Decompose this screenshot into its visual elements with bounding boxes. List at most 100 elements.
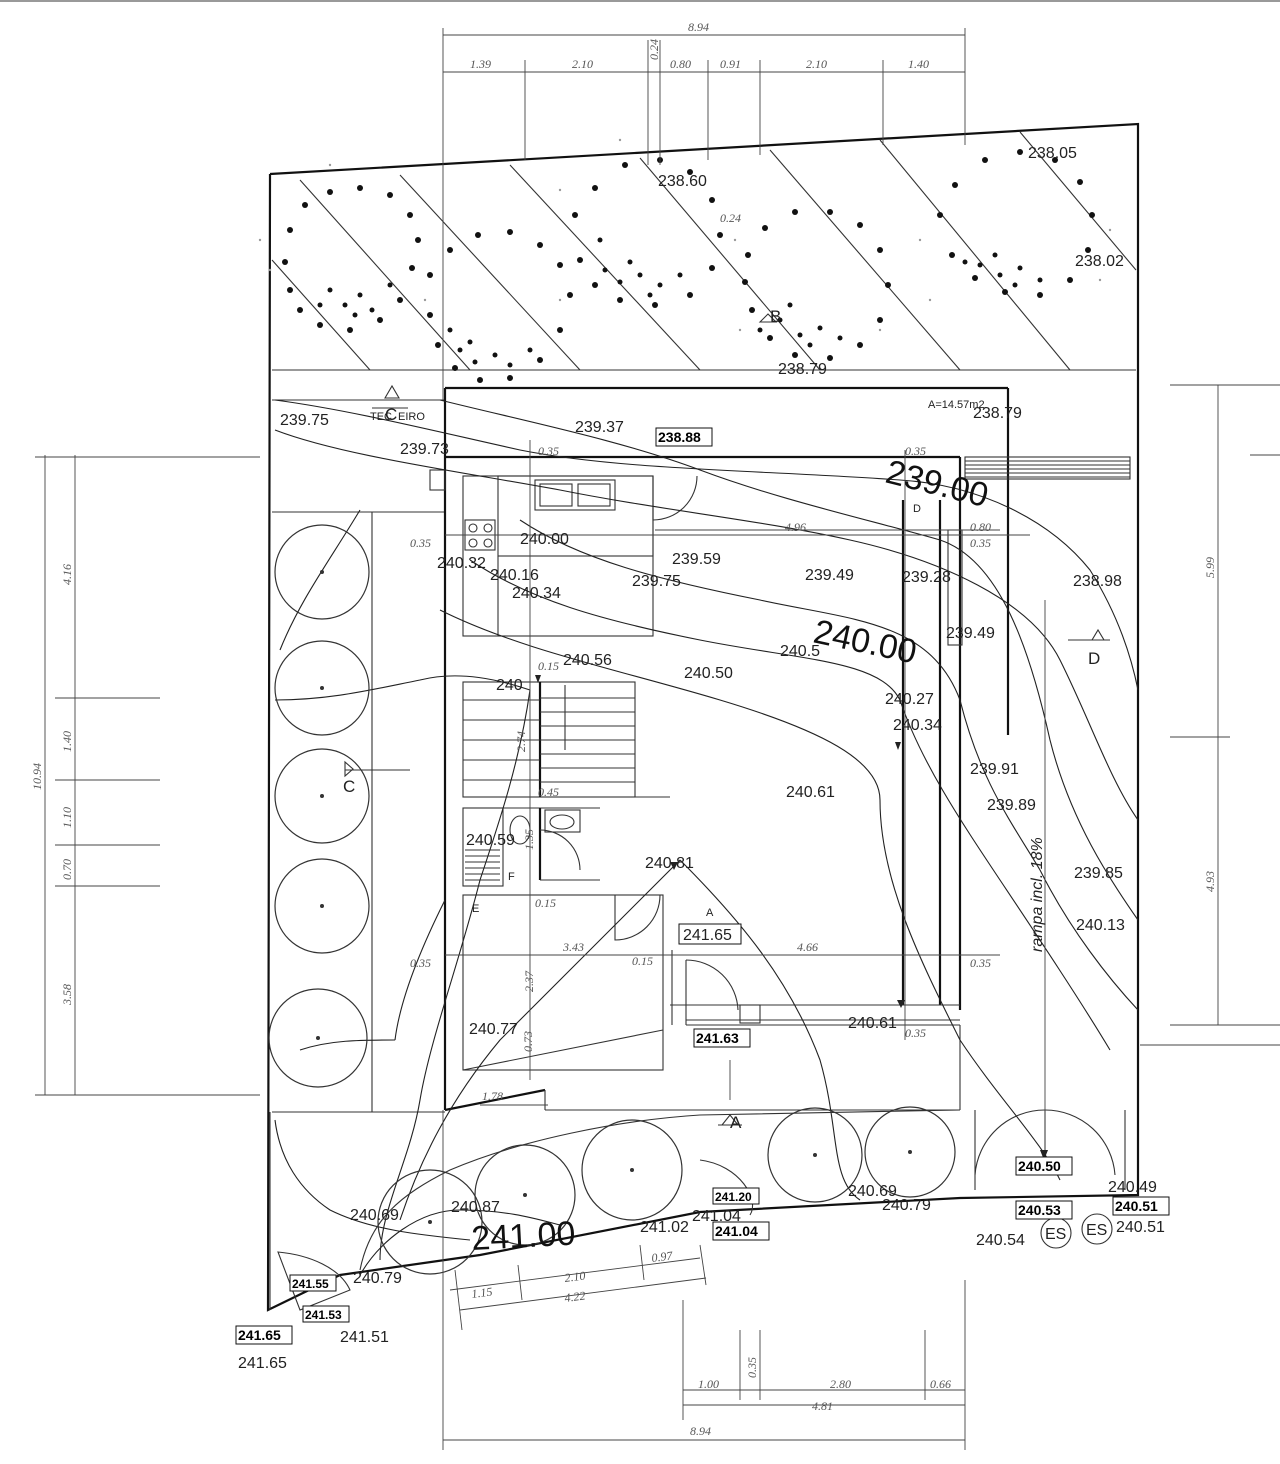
dim-label: 0.80 [670,57,691,71]
spot-level: 240.32 [437,555,486,572]
dim-label: 2.10 [572,57,593,71]
dim-label: 0.45 [538,785,559,799]
shrub-cluster-1 [282,185,421,333]
spot-level: 241.04 [692,1208,741,1225]
dim-label: 0.80 [970,520,991,534]
area-label: A=14.57m2 [928,399,985,411]
dim-label: 0.15 [632,954,653,968]
dim-label: 0.24 [720,211,741,225]
dim-label: 0.70 [60,859,74,880]
dim-label: 0.35 [538,444,559,458]
dim-label: 1.15 [471,1285,494,1301]
dim-label: 2.10 [806,57,827,71]
spot-level: 240.16 [490,567,539,584]
dim-label: 0.91 [720,57,741,71]
dim-label: 4.93 [1203,871,1217,892]
dim-label: 0.15 [535,896,556,910]
boxed-level: 238.88 [658,429,701,445]
spot-level: 240.79 [882,1197,931,1214]
room-f-label: F [508,871,515,883]
spot-level: 238.60 [658,173,707,190]
room-labels: A=14.57m2 TEC EIRO D E F A [370,399,985,919]
dim-label: 2.10 [564,1269,587,1285]
spot-level: 239.49 [805,567,854,584]
dim-label: 0.35 [905,444,926,458]
dim-label: 0.66 [930,1377,951,1391]
canteiro-label-tail: EIRO [398,411,425,423]
level-arrows [535,675,1048,1160]
spot-level: 240.79 [353,1270,402,1287]
room-d-label: D [913,503,921,515]
dim-label: 1.35 [522,829,536,850]
shrub-cluster-3 [572,157,723,308]
spot-level: 238.79 [778,361,827,378]
spot-level: 240.13 [1076,917,1125,934]
spot-level: 239.75 [632,573,681,590]
dim-label: 5.99 [1203,557,1217,578]
boxed-level: 240.51 [1115,1198,1158,1214]
spot-level: 241.65 [238,1355,287,1372]
spot-level: 239.49 [946,625,995,642]
dim-label: 3.58 [60,984,74,1006]
dim-label: 0.35 [905,1026,926,1040]
dim-label: 2.74 [514,731,528,752]
dim-label: 0.35 [745,1357,759,1378]
spot-level: 240.27 [885,691,934,708]
dim-label: 0.35 [410,956,431,970]
boxed-level: 241.53 [305,1308,342,1322]
boxed-level: 240.50 [1018,1158,1061,1174]
spot-level: 240.5 [780,643,820,660]
ramp-label: rampa incl. 18% [1029,837,1046,952]
boxed-level: 241.04 [715,1223,758,1239]
spot-level: 239.37 [575,419,624,436]
trees-left-column [268,524,370,1088]
spot-level: 239.91 [970,761,1019,778]
dim-label: 8.94 [688,20,709,34]
shrub-cluster-4 [742,209,891,361]
spot-level: 238.02 [1075,253,1124,270]
room-e-label: E [472,903,479,915]
spot-level: 240.87 [451,1199,500,1216]
dim-label: 4.22 [564,1289,587,1305]
shrub-cluster-2 [427,229,573,383]
dim-label: 0.35 [410,536,431,550]
spot-level: 239.73 [400,441,449,458]
spot-level: 241.51 [340,1329,389,1346]
boxed-level: 240.53 [1018,1202,1061,1218]
spot-level: 240.50 [684,665,733,682]
dim-label: 4.16 [60,564,74,585]
dim-label: 0.35 [970,956,991,970]
dim-label: 4.81 [812,1399,833,1413]
dim-label: 0.97 [651,1248,675,1265]
dim-label: 1.39 [470,57,491,71]
spot-levels: 238.05 238.60 238.02 238.79 238.79 239.7… [238,145,1165,1372]
spot-level: 240.61 [786,784,835,801]
spot-level: 240.59 [466,832,515,849]
spot-level: 240 [496,677,523,694]
building-walls [443,386,1010,1112]
section-mark-a: A [730,1113,742,1132]
dimension-lines [35,28,1280,1450]
section-mark-c: C [385,405,397,424]
dim-label: 1.10 [60,807,74,828]
vegetation-speckle [258,138,1112,332]
room-a-label: A [706,907,714,919]
section-marker-shapes [344,313,1113,1249]
garden-diagonals [271,131,1137,371]
spot-level: 239.85 [1074,865,1123,882]
es-mark: ES [1045,1226,1066,1243]
shrub-cluster-5 [937,149,1095,298]
spot-level: 240.34 [512,585,561,602]
boxed-level: 241.20 [715,1190,752,1204]
major-contour-label: 239.00 [882,453,992,515]
dimension-values: 8.94 1.39 2.10 0.24 0.80 0.91 2.10 1.40 … [30,20,1217,1438]
section-marks: C C D A B [343,307,1100,1132]
boxed-level: 241.65 [238,1327,281,1343]
dim-label: 2.37 [522,970,536,992]
spot-level: 240.51 [1116,1219,1165,1236]
boxed-level: 241.63 [696,1030,739,1046]
kitchen-fixtures [429,469,616,551]
dim-label: 1.78 [482,1089,503,1103]
stair-treads [463,685,635,783]
